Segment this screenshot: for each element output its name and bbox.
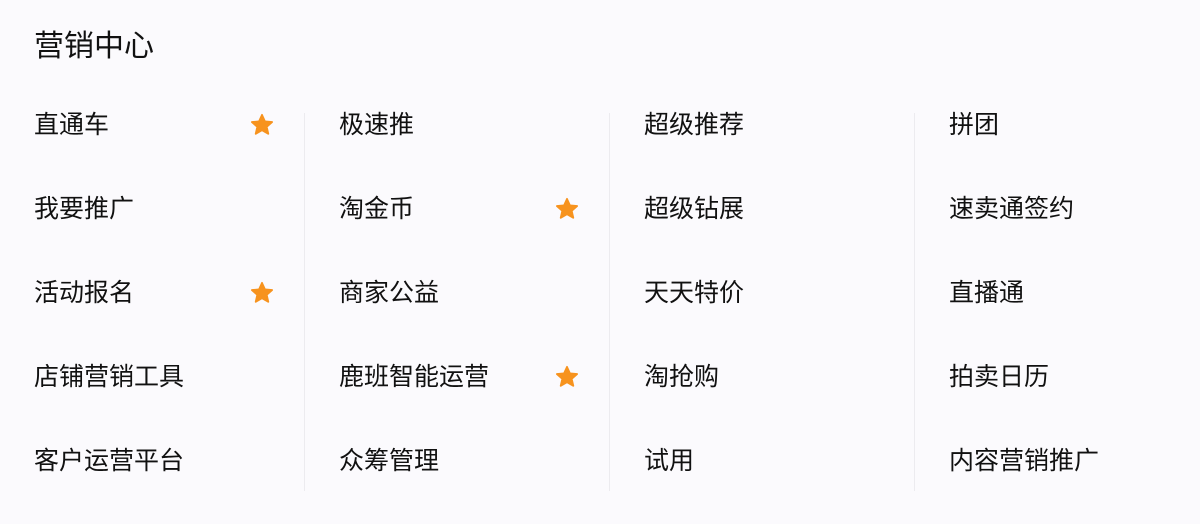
menu-item-label: 直通车 <box>34 110 110 139</box>
menu-item[interactable]: 客户运营平台 <box>0 419 305 503</box>
column-divider <box>304 113 305 491</box>
menu-item[interactable]: 直通车 <box>0 83 305 167</box>
menu-item[interactable]: 直播通 <box>915 251 1200 335</box>
menu-item[interactable]: 淘金币 <box>305 167 610 251</box>
column-2: 极速推 淘金币 商家公益 鹿班智能运营 众筹管理 <box>305 83 610 503</box>
menu-item[interactable]: 试用 <box>610 419 915 503</box>
menu-item[interactable]: 店铺营销工具 <box>0 335 305 419</box>
menu-item[interactable]: 拼团 <box>915 83 1200 167</box>
menu-item[interactable]: 活动报名 <box>0 251 305 335</box>
menu-item[interactable]: 超级推荐 <box>610 83 915 167</box>
menu-item-label: 鹿班智能运营 <box>339 362 490 391</box>
menu-item-label: 天天特价 <box>644 278 745 307</box>
menu-item[interactable]: 众筹管理 <box>305 419 610 503</box>
column-1: 直通车 我要推广 活动报名 店铺营销工具 客户运营平台 <box>0 83 305 503</box>
menu-item[interactable]: 天天特价 <box>610 251 915 335</box>
menu-item-label: 我要推广 <box>34 194 135 223</box>
menu-item-label: 客户运营平台 <box>34 446 185 475</box>
star-icon[interactable] <box>249 280 275 306</box>
menu-item-label: 拼团 <box>949 110 1000 139</box>
menu-item[interactable]: 拍卖日历 <box>915 335 1200 419</box>
menu-item-label: 商家公益 <box>339 278 440 307</box>
menu-item[interactable]: 我要推广 <box>0 167 305 251</box>
column-3: 超级推荐 超级钻展 天天特价 淘抢购 试用 <box>610 83 915 503</box>
menu-item-label: 超级钻展 <box>644 194 745 223</box>
menu-item-label: 极速推 <box>339 110 415 139</box>
menu-item[interactable]: 鹿班智能运营 <box>305 335 610 419</box>
menu-item-label: 超级推荐 <box>644 110 745 139</box>
menu-item-label: 店铺营销工具 <box>34 362 185 391</box>
menu-item-label: 活动报名 <box>34 278 135 307</box>
menu-item-label: 试用 <box>644 446 695 475</box>
menu-item[interactable]: 极速推 <box>305 83 610 167</box>
star-icon[interactable] <box>554 364 580 390</box>
column-divider <box>609 113 610 491</box>
menu-item-label: 拍卖日历 <box>949 362 1050 391</box>
menu-item-label: 淘抢购 <box>644 362 720 391</box>
menu-item-label: 淘金币 <box>339 194 415 223</box>
menu-item-label: 内容营销推广 <box>949 446 1100 475</box>
star-icon[interactable] <box>554 196 580 222</box>
marketing-grid: 直通车 我要推广 活动报名 店铺营销工具 客户运营平台 极速推 淘金币 商家公益… <box>0 83 1200 503</box>
menu-item[interactable]: 淘抢购 <box>610 335 915 419</box>
menu-item[interactable]: 超级钻展 <box>610 167 915 251</box>
column-4: 拼团 速卖通签约 直播通 拍卖日历 内容营销推广 <box>915 83 1200 503</box>
menu-item[interactable]: 内容营销推广 <box>915 419 1200 503</box>
menu-item[interactable]: 速卖通签约 <box>915 167 1200 251</box>
menu-item-label: 速卖通签约 <box>949 194 1075 223</box>
page-title: 营销中心 <box>34 29 154 64</box>
star-icon[interactable] <box>249 112 275 138</box>
menu-item-label: 众筹管理 <box>339 446 440 475</box>
column-divider <box>914 113 915 491</box>
menu-item-label: 直播通 <box>949 278 1025 307</box>
menu-item[interactable]: 商家公益 <box>305 251 610 335</box>
